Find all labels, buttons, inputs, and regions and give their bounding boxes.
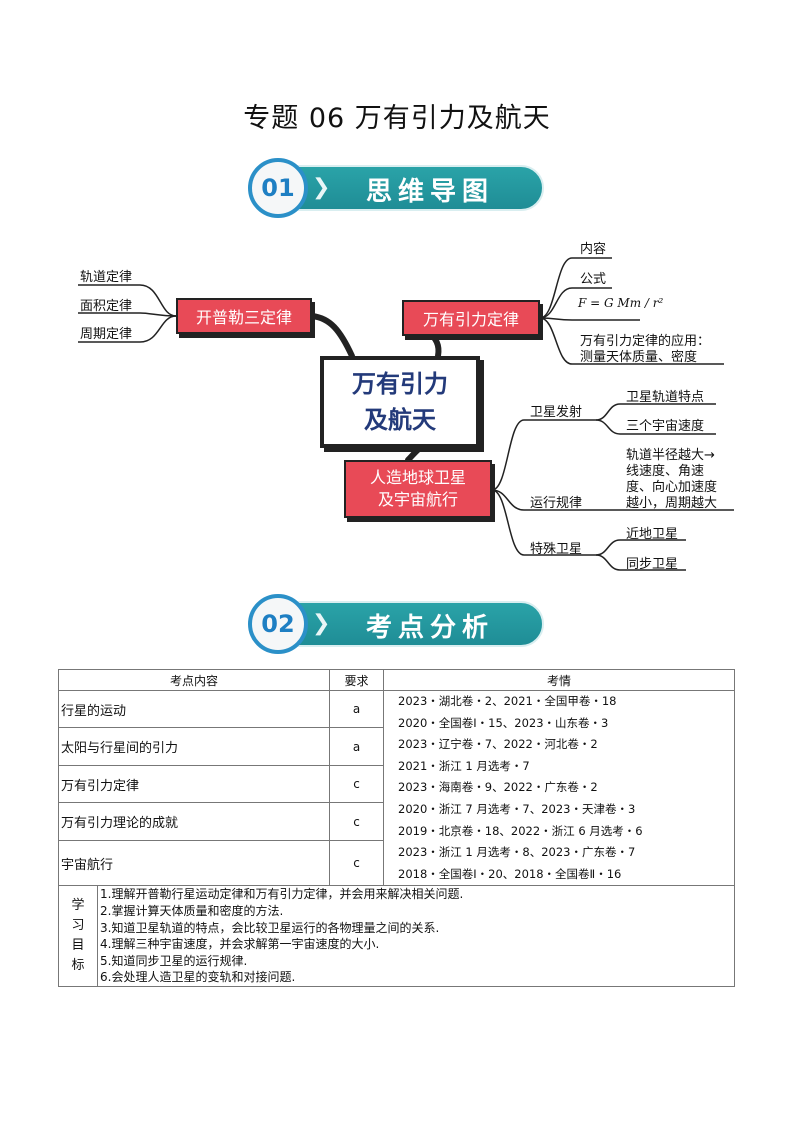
situation-line: 2023・海南卷・9、2022・广东卷・2 xyxy=(398,780,598,795)
goal-head-char: 习 xyxy=(71,918,85,934)
goal-head-char: 标 xyxy=(71,958,85,974)
banner-number: 02 xyxy=(248,594,308,654)
situation-line: 2018・全国卷Ⅰ・20、2018・全国卷Ⅱ・16 xyxy=(398,866,622,881)
page-title: 专题 06 万有引力及航天 xyxy=(243,103,551,134)
mindmap-leaf: 万有引力定律的应用： xyxy=(580,334,711,349)
situation-line: 2021・浙江 1 月选考・7 xyxy=(398,758,530,773)
banner-bar xyxy=(276,165,544,211)
banner-label: 思维导图 xyxy=(366,177,495,207)
satellite-line: 人造地球卫星 xyxy=(369,468,466,487)
chevron-right-icon: ❯ xyxy=(312,611,331,636)
mindmap-leaf: 卫星轨道特点 xyxy=(626,390,705,405)
goal-item: 3.知道卫星轨道的特点，会比较卫星运行的各物理量之间的关系. xyxy=(100,920,440,935)
requirement-cell: c xyxy=(329,839,384,887)
mindmap-node-gravity: 万有引力定律 xyxy=(402,300,540,336)
topic-cell: 行星的运动 xyxy=(58,689,330,729)
goal-head-char: 学 xyxy=(71,898,85,914)
table-header-row: 考点内容 要求 考情 xyxy=(58,669,735,691)
mindmap-branch-rules: 运行规律 xyxy=(530,496,583,511)
situation-line: 2023・湖北卷・2、2021・全国甲卷・18 xyxy=(398,694,617,708)
exam-analysis-table: 考点内容 要求 考情 行星的运动 a 2023・湖北卷・2、2021・全国甲卷・… xyxy=(58,669,735,987)
goal-item: 5.知道同步卫星的运行规律. xyxy=(100,953,248,968)
section-banner-analysis: 02 ❯ 考点分析 xyxy=(248,594,544,654)
formula: F = G Mm / r² xyxy=(578,296,664,310)
situation-line: 2023・辽宁卷・7、2022・河北卷・2 xyxy=(398,737,598,752)
table-row: 太阳与行星间的引力 a xyxy=(58,727,735,766)
chevron-right-icon: ❯ xyxy=(312,175,331,200)
goal-item: 1.理解开普勒行星运动定律和万有引力定律，并会用来解决相关问题. xyxy=(100,887,464,902)
situation-line: 2020・浙江 7 月选考・7、2023・天津卷・3 xyxy=(398,801,636,816)
learning-goals-list: 1.理解开普勒行星运动定律和万有引力定律，并会用来解决相关问题. 2.掌握计算天… xyxy=(97,885,735,987)
topic-cell: 万有引力定律 xyxy=(58,764,330,804)
topic-cell: 太阳与行星间的引力 xyxy=(58,727,330,766)
table-row: 宇宙航行 c xyxy=(58,839,735,887)
mindmap-leaf: 公式 xyxy=(580,272,607,287)
mindmap-node-kepler: 开普勒三定律 xyxy=(176,298,312,334)
situation-cell: 2023・湖北卷・2、2021・全国甲卷・18 2020・全国卷Ⅰ・15、202… xyxy=(383,689,735,887)
section-banner-mindmap: 01 ❯ 思维导图 xyxy=(248,158,544,218)
banner-number: 01 xyxy=(248,158,308,218)
mindmap-leaf: 面积定律 xyxy=(80,299,133,314)
goal-item: 4.理解三种宇宙速度，并会求解第一宇宙速度的大小. xyxy=(100,937,380,952)
header-requirement: 要求 xyxy=(329,669,384,691)
topic-cell: 宇宙航行 xyxy=(58,839,330,887)
situation-line: 2019・北京卷・18、2022・浙江 6 月选考・6 xyxy=(398,823,643,838)
learning-goals-row: 学 习 目 标 1.理解开普勒行星运动定律和万有引力定律，并会用来解决相关问题.… xyxy=(58,885,735,987)
satellite-line: 及宇宙航行 xyxy=(377,490,458,509)
goal-item: 6.会处理人造卫星的变轨和对接问题. xyxy=(100,970,296,985)
mindmap-leaf: 内容 xyxy=(580,242,607,257)
mindmap-leaf: 周期定律 xyxy=(80,327,133,342)
topic-cell: 万有引力理论的成就 xyxy=(58,802,330,841)
table-row: 万有引力理论的成就 c xyxy=(58,802,735,841)
header-situation: 考情 xyxy=(383,669,735,691)
goal-item: 2.掌握计算天体质量和密度的方法. xyxy=(100,903,284,918)
situation-line: 2023・浙江 1 月选考・8、2023・广东卷・7 xyxy=(398,845,636,860)
requirement-cell: a xyxy=(329,689,384,729)
learning-goals-heading: 学 习 目 标 xyxy=(58,885,98,987)
mindmap-leaf: 越小，周期越大 xyxy=(626,496,718,511)
mindmap-leaf: 轨道半径越大→ xyxy=(626,448,715,463)
mindmap-leaf: 线速度、角速 xyxy=(626,464,705,479)
table-row: 行星的运动 a 2023・湖北卷・2、2021・全国甲卷・18 2020・全国卷… xyxy=(58,689,735,887)
banner-bar xyxy=(276,601,544,647)
mindmap-leaf: 同步卫星 xyxy=(626,557,679,572)
requirement-cell: c xyxy=(329,802,384,841)
situation-line: 2020・全国卷Ⅰ・15、2023・山东卷・3 xyxy=(398,715,609,730)
mindmap-connectors xyxy=(78,257,734,571)
banner-label: 考点分析 xyxy=(366,613,495,643)
mindmap-leaf: 三个宇宙速度 xyxy=(626,419,705,434)
center-line: 及航天 xyxy=(364,406,436,434)
mindmap-leaf: 轨道定律 xyxy=(80,270,133,285)
mindmap-center: 万有引力 及航天 xyxy=(320,356,480,448)
mindmap-node-satellite: 人造地球卫星 及宇宙航行 xyxy=(344,460,492,518)
mindmap-leaf: 测量天体质量、密度 xyxy=(580,350,698,365)
goal-head-char: 目 xyxy=(71,938,85,954)
header-topic: 考点内容 xyxy=(58,669,330,691)
mindmap-branch-launch: 卫星发射 xyxy=(530,405,583,420)
mindmap-leaf: 度、向心加速度 xyxy=(626,480,718,495)
mindmap-leaf: 近地卫星 xyxy=(626,527,679,542)
requirement-cell: c xyxy=(329,764,384,804)
requirement-cell: a xyxy=(329,727,384,766)
center-line: 万有引力 xyxy=(352,370,448,398)
mindmap-branch-special: 特殊卫星 xyxy=(530,542,583,557)
